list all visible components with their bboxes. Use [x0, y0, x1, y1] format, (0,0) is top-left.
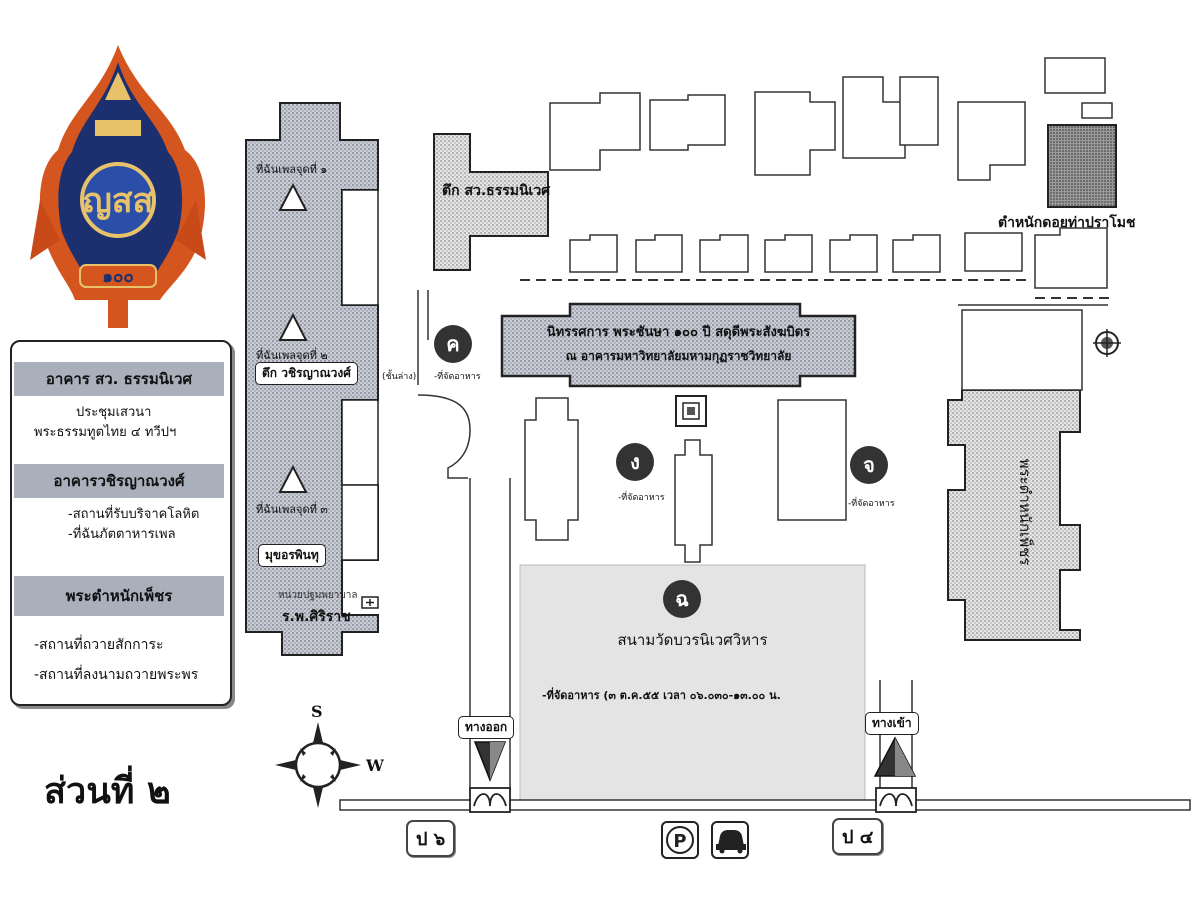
field-name: สนามวัดบวรนิเวศวิหาร	[617, 631, 768, 649]
middle-buildings	[524, 397, 847, 563]
siriraj-label: ร.พ.ศิริราช	[282, 609, 351, 625]
alms-point-1-label: ที่ฉันเพลจุดที่ ๑	[256, 163, 328, 176]
tamnak-phet-vertical-label: พระตำหนักเพ็ชร	[1016, 458, 1034, 566]
field-marker: ฉ	[663, 580, 701, 618]
section-label: ส่วนที่ ๒	[44, 770, 171, 812]
legend-header-dhammaniwet: อาคาร สว. ธรรมนิเวศ	[14, 362, 224, 396]
emblem-logo: ญสส ๑๐๐	[30, 45, 206, 328]
alms-point-3-icon	[278, 464, 308, 493]
alms-point-3-label: ที่ฉันเพลจุดที่ ๓	[256, 503, 328, 516]
entrance-label: ทางเข้า	[865, 712, 919, 735]
exhibition-subtitle: ณ อาคารมหาวิทยาลัยมหามกุฏราชวิทยาลัย	[565, 349, 792, 363]
doi-tha-pramot-building	[1047, 124, 1117, 208]
gate-right-label: ป ๔	[832, 818, 884, 855]
zone-ngo-note: -ที่จัดอาหาร	[618, 493, 665, 503]
exhibition-title: นิทรรศการ พระชันษา ๑๐๐ ปี สดุดีพระสังฆบิ…	[546, 325, 811, 340]
legend-item: พระธรรมทูตไทย ๔ ทวีปฯ	[34, 425, 177, 440]
legend-header-tamnak-phet: พระตำหนักเพ็ชร	[14, 576, 224, 616]
exhibition-building-shape	[500, 302, 857, 388]
phra-tamnak-phet-building	[947, 389, 1081, 641]
legend-item: ประชุมเสวนา	[76, 405, 152, 420]
zone-cho-note: -ที่จัดอาหาร	[848, 499, 895, 509]
car-icon	[711, 821, 749, 859]
top-row-buildings	[549, 57, 1113, 181]
exit-arrow-icon	[473, 741, 507, 783]
legend-item: -สถานที่รับบริจาคโลหิต	[68, 507, 200, 522]
second-row-buildings	[569, 227, 1108, 289]
exit-label: ทางออก	[458, 716, 515, 739]
legend-item: -ที่ฉันภัตตาหารเพล	[68, 527, 176, 542]
svg-text:๑๐๐: ๑๐๐	[102, 267, 134, 287]
mukhorapinthu-label: มุขอรพินทุ	[258, 544, 326, 567]
legend-item: -สถานที่ถวายสักการะ	[34, 637, 164, 653]
compass-w-label: W	[366, 756, 384, 775]
zone-cho-marker: จ	[850, 446, 888, 484]
alms-point-1-icon	[278, 182, 308, 211]
gate-left-label: ป ๖	[406, 820, 456, 857]
svg-text:P: P	[673, 831, 686, 852]
dhammaniwet-building-shape	[433, 133, 549, 271]
zone-kho-marker: ค	[434, 325, 472, 363]
compass-icon	[275, 722, 361, 808]
field-note: -ที่จัดอาหาร (๓ ต.ค.๕๕ เวลา ๐๖.๐๓๐-๑๓.๐๐…	[542, 689, 781, 702]
alms-point-2-icon	[278, 312, 308, 341]
ground-floor-label: (ชั้นล่าง)	[382, 372, 417, 382]
svg-text:ญสส: ญสส	[83, 181, 154, 221]
parking-icon: P	[661, 821, 699, 859]
legend-panel: อาคาร สว. ธรรมนิเวศ ประชุมเสวนา พระธรรมท…	[10, 340, 232, 706]
legend-item: -สถานที่ลงนามถวายพระพร	[34, 667, 199, 683]
doi-tha-pramot-label: ตำหนักดอยท่าปราโมช	[998, 215, 1136, 231]
legend-header-vajira: อาคารวชิรญาณวงศ์	[14, 464, 224, 498]
zone-kho-note: -ที่จัดอาหาร	[434, 372, 481, 382]
entrance-arrow-icon	[873, 736, 917, 777]
first-aid-label: หน่วยปฐมพยาบาล	[278, 590, 358, 601]
vajira-building-label: ตึก วชิรญาณวงศ์	[255, 362, 358, 385]
dhammaniwet-label: ตึก สว.ธรรมนิเวศ	[442, 183, 551, 199]
zone-ngo-marker: ง	[616, 443, 654, 481]
alms-point-2-label: ที่ฉันเพลจุดที่ ๒	[256, 349, 328, 362]
compass-s-label: S	[311, 702, 323, 721]
